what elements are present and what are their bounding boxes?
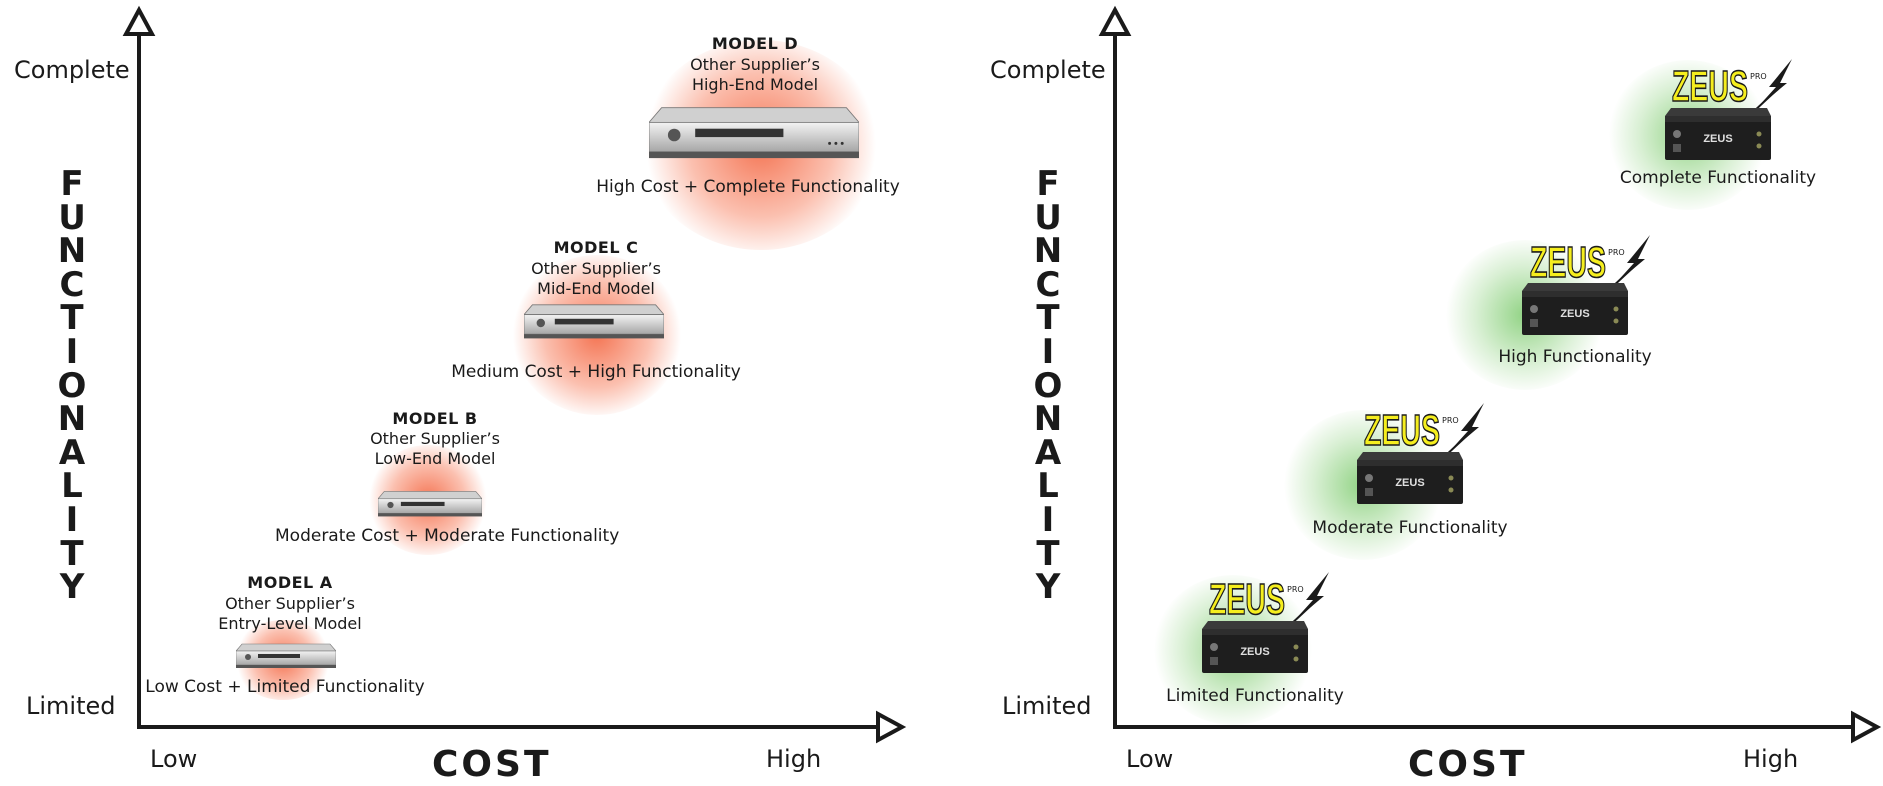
y-axis-title-letter: N [1033,399,1063,440]
zeus-high-caption: High Functionality [1498,347,1652,367]
zeus-box-icon: ZEUS [1355,448,1465,514]
y-axis-title-letter: F [1036,164,1060,204]
zeus-complete-caption: Complete Functionality [1619,168,1817,188]
zeus-box-label: ZEUS [1240,646,1269,658]
y-axis-title-letter: C [1035,264,1061,305]
zeus-box-icon: ZEUS [1200,617,1310,683]
y-axis-title-letter: A [1034,432,1062,473]
y-axis-title-letter: L [1037,466,1059,507]
zeus-box-label: ZEUS [1560,308,1589,320]
y-axis-title-letter: C [59,264,85,305]
y-axis-title-letter: Y [1035,567,1061,608]
y-axis-title-letter: I [1041,499,1055,540]
dvr-unit-icon [236,643,336,668]
model-b-line2: Low-End Model [374,449,496,468]
y-axis-title-letter: I [65,331,79,372]
y-axis-title-letter: N [1033,231,1063,272]
y-low-label: Limited [26,692,116,720]
arrow-up-icon [1098,5,1132,36]
zeus-logo-pro: PRO [1287,585,1304,594]
y-axis-title-letter: T [1036,533,1060,574]
zeus-box-icon: ZEUS [1663,104,1773,170]
right-axes [1098,5,1882,744]
zeus-box-label: ZEUS [1395,477,1424,489]
y-axis-title-letter: A [58,432,86,473]
zeus-logo-pro: PRO [1442,416,1459,425]
y-high-label: Complete [990,56,1106,84]
model-b-line1: Other Supplier’s [370,429,500,448]
y-axis-title-letter: N [57,399,87,440]
y-low-label: Limited [1002,692,1092,720]
zeus-logo-pro: PRO [1750,72,1767,81]
model-c-line1: Other Supplier’s [531,259,661,278]
y-axis-title-letter: I [65,499,79,540]
y-axis-title-letter: N [57,231,87,272]
y-high-label: Complete [14,56,130,84]
model-a-line2: Entry-Level Model [218,614,362,633]
zeus-box-label: ZEUS [1703,133,1732,145]
y-axis-title-letter: O [57,365,87,406]
x-axis-title: COST [1408,744,1528,785]
model-b-caption: Moderate Cost + Moderate Functionality [275,526,620,546]
y-axis-title-letter: U [58,197,86,238]
zeus-logo-text: ZEUS [1364,406,1440,455]
y-axis-title-letter: Y [59,567,85,608]
model-d-line1: Other Supplier’s [690,55,820,74]
y-axis-title-letter: T [60,298,84,339]
left-axes [122,5,907,744]
x-low-label: Low [1126,745,1174,773]
x-high-label: High [1743,745,1799,773]
zeus-limited-caption: Limited Functionality [1166,686,1344,706]
y-axis-title-letter: F [60,164,84,204]
model-c-caption: Medium Cost + High Functionality [451,362,741,382]
x-axis-title: COST [432,744,552,785]
model-a-line1: Other Supplier’s [225,594,355,613]
arrow-right-icon [876,710,907,744]
zeus-logo-text: ZEUS [1209,575,1285,624]
dvr-unit-icon [378,491,482,517]
model-a-caption: Low Cost + Limited Functionality [145,677,425,697]
zeus-box-icon: ZEUS [1520,279,1630,345]
zeus-logo-text: ZEUS [1530,238,1606,287]
zeus-logo-text: ZEUS [1672,62,1748,111]
x-low-label: Low [150,745,198,773]
y-axis-title-letter: L [61,466,83,507]
y-axis-title-letter: T [60,533,84,574]
arrow-right-icon [1851,710,1882,744]
model-d-title: MODEL D [711,34,799,53]
zeus-logo-pro: PRO [1608,248,1625,257]
model-c-line2: Mid-End Model [537,279,655,298]
y-axis-title-letter: U [1034,197,1062,238]
y-axis-title-letter: T [1036,298,1060,339]
model-d-line2: High-End Model [691,75,819,94]
arrow-up-icon [122,5,156,36]
y-axis-title-letter: I [1041,331,1055,372]
model-b-title: MODEL B [392,409,478,428]
x-high-label: High [766,745,822,773]
model-d-caption: High Cost + Complete Functionality [596,177,900,197]
dvr-unit-icon [649,107,859,159]
model-c-title: MODEL C [553,238,639,257]
zeus-moderate-caption: Moderate Functionality [1312,518,1508,538]
model-a-title: MODEL A [247,573,333,592]
dvr-unit-icon [524,304,664,339]
y-axis-title-letter: O [1033,365,1063,406]
